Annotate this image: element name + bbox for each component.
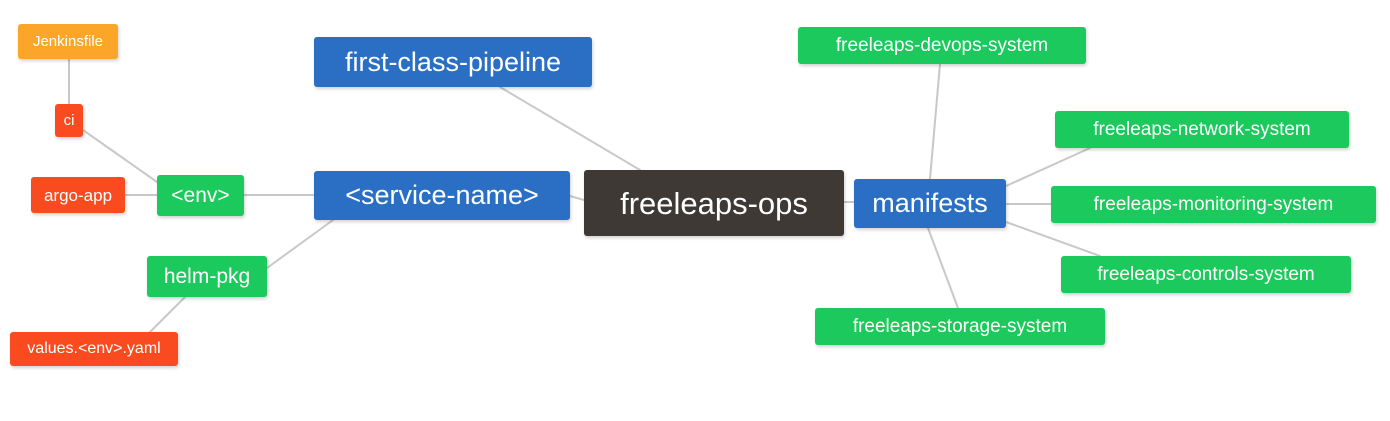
edge-manifests-to-freeleaps-network-system bbox=[1005, 147, 1091, 187]
node-jenkinsfile[interactable]: Jenkinsfile bbox=[18, 24, 118, 59]
node-ci[interactable]: ci bbox=[55, 104, 83, 137]
node-argo-app[interactable]: argo-app bbox=[31, 177, 125, 213]
node-label-freeleaps-controls-system: freeleaps-controls-system bbox=[1097, 264, 1315, 285]
node-freeleaps-devops-system[interactable]: freeleaps-devops-system bbox=[798, 27, 1086, 64]
node-label-ci: ci bbox=[63, 112, 75, 129]
node-label-jenkinsfile: Jenkinsfile bbox=[32, 33, 104, 50]
node-label-freeleaps-monitoring-system: freeleaps-monitoring-system bbox=[1093, 194, 1334, 215]
edge-values-yaml-to-helm-pkg bbox=[149, 296, 186, 333]
node-label-helm-pkg: helm-pkg bbox=[163, 265, 251, 288]
node-label-env: <env> bbox=[171, 184, 230, 207]
node-freeleaps-network-system[interactable]: freeleaps-network-system bbox=[1055, 111, 1349, 148]
node-freeleaps-controls-system[interactable]: freeleaps-controls-system bbox=[1061, 256, 1351, 293]
node-label-argo-app: argo-app bbox=[43, 185, 113, 205]
node-values-yaml[interactable]: values.<env>.yaml bbox=[10, 332, 178, 366]
node-helm-pkg[interactable]: helm-pkg bbox=[147, 256, 267, 297]
node-env[interactable]: <env> bbox=[157, 175, 244, 216]
edge-manifests-to-freeleaps-controls-system bbox=[1005, 221, 1101, 257]
edge-ci-to-env bbox=[82, 129, 158, 183]
node-label-freeleaps-storage-system: freeleaps-storage-system bbox=[852, 316, 1068, 337]
node-service-name[interactable]: <service-name> bbox=[314, 171, 570, 220]
node-label-service-name: <service-name> bbox=[345, 180, 539, 210]
node-label-first-class-pipeline: first-class-pipeline bbox=[344, 46, 562, 77]
edge-service-name-to-freeleaps-ops bbox=[569, 195, 585, 201]
node-manifests[interactable]: manifests bbox=[854, 179, 1006, 228]
node-label-values-yaml: values.<env>.yaml bbox=[27, 340, 161, 357]
node-label-freeleaps-devops-system: freeleaps-devops-system bbox=[835, 35, 1049, 56]
node-first-class-pipeline[interactable]: first-class-pipeline bbox=[314, 37, 592, 87]
node-label-freeleaps-ops: freeleaps-ops bbox=[620, 185, 808, 221]
edge-manifests-to-freeleaps-storage-system bbox=[927, 227, 959, 309]
edge-first-class-pipeline-to-freeleaps-ops bbox=[499, 86, 641, 171]
edge-helm-pkg-to-service-name bbox=[266, 219, 334, 269]
edge-manifests-to-freeleaps-devops-system bbox=[929, 63, 941, 180]
node-freeleaps-storage-system[interactable]: freeleaps-storage-system bbox=[815, 308, 1105, 345]
node-freeleaps-monitoring-system[interactable]: freeleaps-monitoring-system bbox=[1051, 186, 1376, 223]
node-label-freeleaps-network-system: freeleaps-network-system bbox=[1093, 119, 1311, 140]
node-label-manifests: manifests bbox=[872, 188, 988, 218]
node-freeleaps-ops[interactable]: freeleaps-ops bbox=[584, 170, 844, 236]
